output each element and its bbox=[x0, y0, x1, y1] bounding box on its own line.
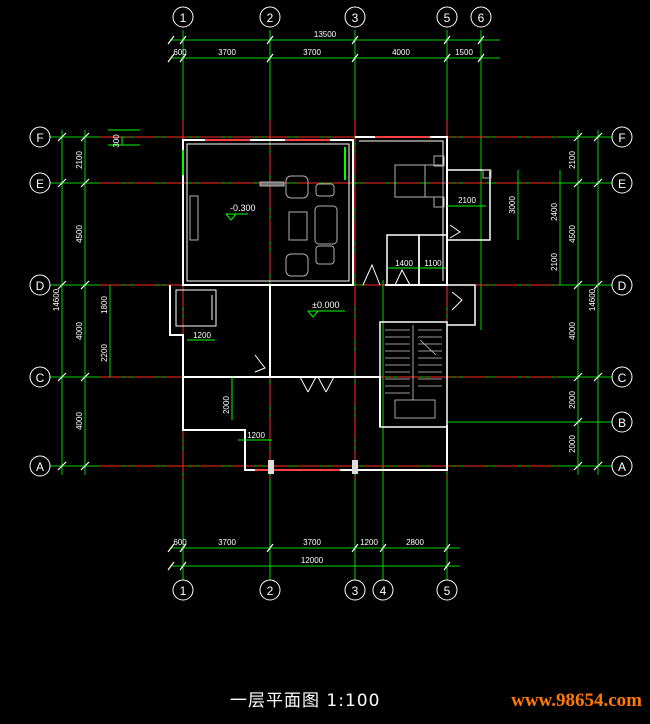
windows bbox=[182, 136, 430, 471]
bath-dim-1: 1400 bbox=[395, 259, 413, 268]
left-dim-2: 4500 bbox=[75, 225, 84, 243]
top-dim-2: 3700 bbox=[218, 48, 236, 57]
bottom-dim-4: 1200 bbox=[360, 538, 378, 547]
bottom-total-dim: 12000 bbox=[301, 556, 324, 565]
left-axis-A: A bbox=[36, 460, 44, 474]
bottom-axis-5: 5 bbox=[444, 584, 451, 598]
left-dimension-texts: 14600 2100 4500 4000 4000 300 1800 2200 bbox=[52, 134, 121, 430]
top-axis-3: 3 bbox=[352, 11, 359, 25]
level-markers bbox=[225, 213, 345, 318]
left-dim-3: 4000 bbox=[75, 322, 84, 340]
top-dim-1: 600 bbox=[173, 48, 187, 57]
bottom-dim-5: 2800 bbox=[406, 538, 424, 547]
top-dimension-texts: 13500 600 3700 3700 4000 1500 bbox=[173, 30, 473, 57]
right-axis-F: F bbox=[618, 131, 625, 145]
bath-dim-2: 1100 bbox=[424, 259, 442, 268]
right-dim-5: 2000 bbox=[568, 435, 577, 453]
drawing-title: 一层平面图 1:100 bbox=[230, 691, 381, 711]
bottom-dim-1: 600 bbox=[173, 538, 187, 547]
level-texts: -0.300 ±0.000 bbox=[230, 203, 339, 310]
right-axis-C: C bbox=[618, 371, 627, 385]
dimension-ticks bbox=[57, 35, 603, 571]
bottom-dim-3: 3700 bbox=[303, 538, 321, 547]
right-axis-D: D bbox=[618, 279, 627, 293]
hall-depth-dim: 2000 bbox=[222, 396, 231, 414]
axis-labels: 1 2 3 5 6 1 2 3 4 5 F E D C A F E D C B … bbox=[36, 11, 627, 598]
top-dim-5: 1500 bbox=[455, 48, 473, 57]
right-dimension-texts: 14600 2100 4500 4000 2000 2000 3000 2400… bbox=[508, 151, 597, 453]
left-dim-4: 4000 bbox=[75, 412, 84, 430]
right-inner-dim-1: 3000 bbox=[508, 196, 517, 214]
bottom-axis-3: 3 bbox=[352, 584, 359, 598]
right-dim-1: 2100 bbox=[568, 151, 577, 169]
top-dim-4: 4000 bbox=[392, 48, 410, 57]
left-axis-D: D bbox=[36, 279, 45, 293]
right-axis-B: B bbox=[618, 416, 626, 430]
top-axis-2: 2 bbox=[267, 11, 274, 25]
entrance-dim: 1200 bbox=[247, 431, 265, 440]
left-axis-E: E bbox=[36, 177, 44, 191]
interior-dimension-texts: 2100 1400 1100 1200 2000 1200 bbox=[193, 196, 476, 440]
balcony-dim: 2100 bbox=[458, 196, 476, 205]
hall-level: ±0.000 bbox=[312, 300, 339, 310]
right-inner-dim-3: 2100 bbox=[550, 253, 559, 271]
living-room-level: -0.300 bbox=[230, 203, 256, 213]
left-inner-dim-1: 300 bbox=[112, 134, 121, 148]
axis-bubbles bbox=[29, 6, 633, 601]
walls bbox=[169, 136, 491, 471]
staircase bbox=[385, 325, 442, 419]
left-axis-C: C bbox=[36, 371, 45, 385]
left-inner-dim-3: 2200 bbox=[100, 344, 109, 362]
columns bbox=[268, 460, 358, 474]
bottom-axis-1: 1 bbox=[180, 584, 187, 598]
furniture bbox=[189, 155, 492, 277]
right-dim-3: 4000 bbox=[568, 322, 577, 340]
left-axis-F: F bbox=[36, 131, 43, 145]
dimension-lines bbox=[61, 39, 599, 567]
top-axis-1: 1 bbox=[180, 11, 187, 25]
left-inner-dim-2: 1800 bbox=[100, 296, 109, 314]
right-inner-dim-2: 2400 bbox=[550, 203, 559, 221]
bottom-dimension-texts: 600 3700 3700 1200 2800 12000 bbox=[173, 538, 424, 565]
bottom-dim-2: 3700 bbox=[218, 538, 236, 547]
right-dim-2: 4500 bbox=[568, 225, 577, 243]
top-axis-6: 6 bbox=[478, 11, 485, 25]
right-axis-A: A bbox=[618, 460, 626, 474]
left-total-dim: 14600 bbox=[52, 288, 61, 311]
bottom-axis-2: 2 bbox=[267, 584, 274, 598]
bottom-axis-4: 4 bbox=[380, 584, 387, 598]
site-watermark: www.98654.com bbox=[511, 690, 642, 711]
right-dim-4: 2000 bbox=[568, 391, 577, 409]
door-swings bbox=[211, 224, 463, 393]
right-total-dim: 14600 bbox=[588, 288, 597, 311]
inner-dimension-lines bbox=[108, 129, 486, 441]
store-dim: 1200 bbox=[193, 331, 211, 340]
left-dim-1: 2100 bbox=[75, 151, 84, 169]
top-dim-3: 3700 bbox=[303, 48, 321, 57]
top-total-dim: 13500 bbox=[314, 30, 337, 39]
right-axis-E: E bbox=[618, 177, 626, 191]
top-axis-5: 5 bbox=[444, 11, 451, 25]
